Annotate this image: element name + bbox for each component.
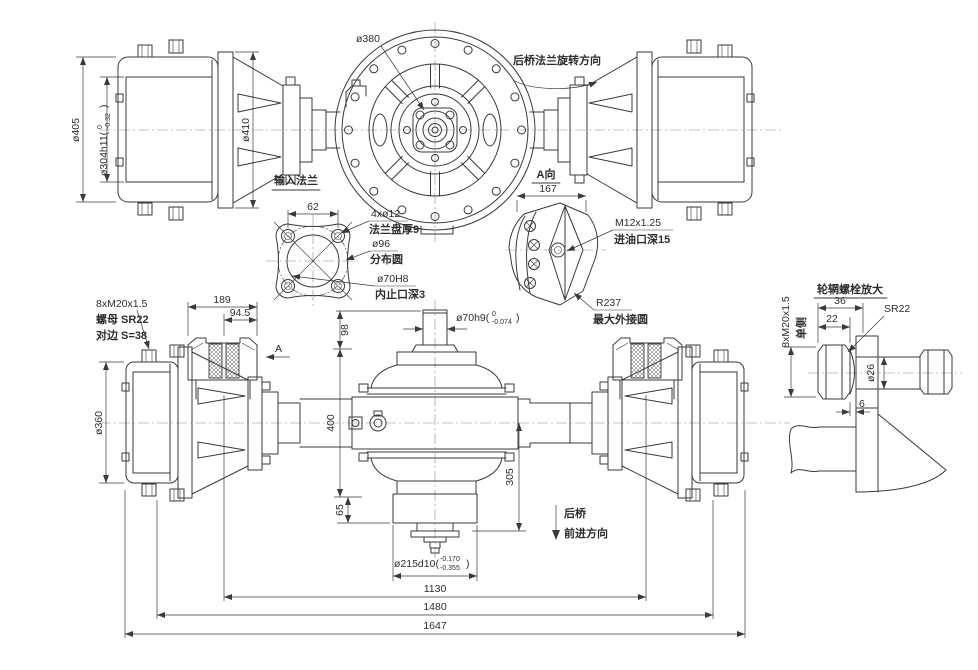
view-a-title: A向 <box>537 167 556 181</box>
bolt-circle-dia: ø96 <box>372 238 390 250</box>
dim-dia26: ø26 <box>865 364 877 382</box>
plan-view: 189 94.5 A 8xM20x1.5 螺母 SR22 对边 S=38 ø36… <box>93 294 790 638</box>
svg-text:0: 0 <box>97 125 104 129</box>
flange-plate <box>275 223 351 299</box>
cover-bolt-ring <box>344 39 526 221</box>
dim-6: 6 <box>859 398 865 410</box>
pilot-bore-label: 内止口深3 <box>375 287 425 301</box>
wheel-bolt-detail: 轮辋螺栓放大 8xM20x1.5 单侧 36 22 SR22 ø26 6 <box>780 282 962 493</box>
bolt-detail-title: 轮辋螺栓放大 <box>817 282 883 296</box>
dim-65: 65 <box>334 504 346 516</box>
stud-note-flats: 对边 S=38 <box>96 328 147 342</box>
banjo-housing <box>334 29 536 235</box>
svg-text:ø70h9(: ø70h9( <box>456 312 490 324</box>
forward-direction-label: 前进方向 <box>564 526 608 540</box>
differential-housing <box>348 309 519 554</box>
input-flange-title: 输入法兰 <box>274 173 318 187</box>
flange-bolt-holes <box>281 229 345 293</box>
rear-axle-label: 后桥 <box>564 506 587 520</box>
svg-text:): ) <box>516 312 520 324</box>
dim-62: 62 <box>307 201 319 213</box>
right-spring-seat <box>612 337 683 400</box>
svg-text:): ) <box>98 105 110 109</box>
oil-port-label: 进油口深15 <box>614 232 670 246</box>
bracket <box>345 85 367 108</box>
cover-ribs <box>384 63 486 197</box>
plan-view-dimensions: 189 94.5 A 8xM20x1.5 螺母 SR22 对边 S=38 ø36… <box>93 294 746 638</box>
dim-22: 22 <box>826 313 838 325</box>
bolt-holes-label: 4xø12 <box>371 208 400 220</box>
dim-36: 36 <box>834 295 846 307</box>
hub-nuts <box>686 39 733 221</box>
dim-dia410: ø410 <box>240 118 252 142</box>
dim-dia304: ø304h11( 0 -0.32 ) <box>97 105 112 177</box>
bolt-circle-label: 分布圆 <box>370 252 403 266</box>
dim-189: 189 <box>213 294 231 306</box>
circumscribed-circle-label: 最大外接圆 <box>593 312 648 326</box>
left-spring-seat <box>187 337 258 400</box>
dim-400: 400 <box>325 414 337 432</box>
forward-arrowhead <box>552 530 560 540</box>
right-hub-assembly <box>529 39 755 221</box>
radius-r237: R237 <box>596 297 621 309</box>
dim-shaft-dia: ø70h9( 0 -0.074 ) <box>456 311 520 326</box>
svg-text:-0.32: -0.32 <box>105 113 112 129</box>
plan-right-hub <box>517 344 749 502</box>
svg-text:): ) <box>466 558 470 570</box>
hub-nuts <box>137 39 184 221</box>
input-flange-detail: 输入法兰 62 4xø12 法兰盘厚9 ø96 分布圆 ø70H8 内止口深3 <box>266 173 425 308</box>
stud-note-nut: 螺母 SR22 <box>96 312 149 326</box>
dim-1647: 1647 <box>423 620 447 632</box>
outer-hex <box>919 349 953 395</box>
svg-text:-0.074: -0.074 <box>492 319 512 326</box>
carrier-outline <box>508 202 599 306</box>
dim-1130: 1130 <box>424 583 447 595</box>
bracket-bolt <box>351 79 361 87</box>
flange-thickness-label: 法兰盘厚9 <box>369 222 419 236</box>
top-view: ø405 ø304h11( 0 -0.32 ) ø410 ø380 后桥法兰旋转… <box>70 22 782 242</box>
single-side-label: 单侧 <box>794 317 808 339</box>
bottom-pad <box>420 225 454 235</box>
dim-dia405: ø405 <box>70 118 82 142</box>
top-view-dimensions: ø405 ø304h11( 0 -0.32 ) ø410 ø380 后桥法兰旋转… <box>70 33 601 209</box>
bolt-thread-label: 8xM20x1.5 <box>780 296 792 348</box>
left-hub-assembly <box>115 39 341 221</box>
dim-dia360: ø360 <box>93 411 105 435</box>
svg-text:0: 0 <box>492 311 496 318</box>
dim-167: 167 <box>539 183 557 195</box>
rotation-arrow <box>512 79 598 89</box>
dim-dia380: ø380 <box>356 33 380 45</box>
rotation-direction-note: 后桥法兰旋转方向 <box>513 53 601 67</box>
wheel-flange-plate <box>855 335 879 409</box>
carrier-bolts <box>524 220 540 289</box>
drum-section <box>788 407 947 493</box>
stud-note-thread: 8xM20x1.5 <box>96 298 148 310</box>
sr22-label: SR22 <box>884 303 910 315</box>
dim-94-5: 94.5 <box>230 307 251 319</box>
svg-text:-0.355: -0.355 <box>440 565 460 572</box>
section-a-label: A <box>275 343 282 355</box>
view-a: A向 167 M12x1.25 进油口深15 R237 最大外接圆 <box>506 167 673 326</box>
oil-port-thread: M12x1.25 <box>615 217 661 229</box>
pilot-bore-dia: ø70H8 <box>377 273 409 285</box>
svg-text:-0.170: -0.170 <box>440 556 460 563</box>
dim-pilot-dia: ø215d10( -0.170 -0.355 ) <box>394 556 470 572</box>
dim-305: 305 <box>504 468 516 486</box>
hex-nut <box>817 344 855 400</box>
dim-98: 98 <box>339 324 351 336</box>
svg-text:ø304h11(: ø304h11( <box>98 131 110 176</box>
dim-1480: 1480 <box>423 601 447 613</box>
svg-text:ø215d10(: ø215d10( <box>394 558 439 570</box>
plan-left-hub <box>121 344 353 502</box>
